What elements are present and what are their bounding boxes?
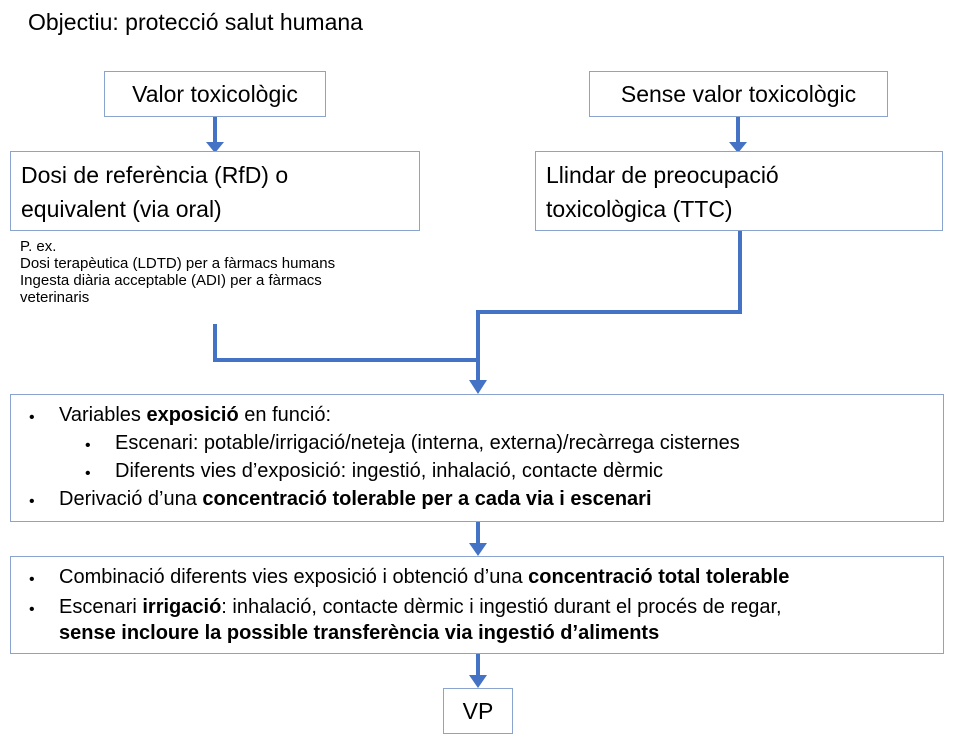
bullet: • <box>29 571 35 588</box>
irrigation-item: Escenari irrigació: inhalació, contacte … <box>59 596 782 618</box>
vp-label: VP <box>462 697 494 724</box>
sense-valor-box: Sense valor toxicològic <box>589 71 888 117</box>
ttc-box: Llindar de preocupació toxicològica (TTC… <box>535 151 943 231</box>
tolerable-concentration-item: Derivació d’una concentració tolerable p… <box>59 488 652 510</box>
arrowhead-right-1 <box>729 142 747 153</box>
combination-item: Combinació diferents vies exposició i ob… <box>59 566 790 588</box>
arrowhead-merge <box>469 380 487 394</box>
note-line: veterinaris <box>20 289 90 306</box>
arrowhead-box3 <box>469 543 487 556</box>
sub-bullet: • <box>85 465 91 482</box>
ttc-line1: Llindar de preocupació <box>546 162 779 188</box>
bullet: • <box>29 493 35 510</box>
irrigation-item-continuation: sense incloure la possible transferència… <box>59 622 660 644</box>
combination-box: • Combinació diferents vies exposició i … <box>10 556 944 654</box>
routes-subitem: Diferents vies d’exposició: ingestió, in… <box>115 460 664 482</box>
sub-bullet: • <box>85 437 91 454</box>
note-line: P. ex. <box>20 238 57 255</box>
exposure-variables-item: Variables exposició en funció: <box>59 404 332 426</box>
arrowhead-left-1 <box>206 142 224 153</box>
sense-valor-label: Sense valor toxicològic <box>620 80 857 107</box>
vp-box: VP <box>443 688 513 734</box>
valor-toxicologic-box: Valor toxicològic <box>104 71 326 117</box>
rfd-line2: equivalent (via oral) <box>21 196 222 222</box>
scenario-subitem: Escenari: potable/irrigació/neteja (inte… <box>115 432 740 454</box>
ttc-line2: toxicològica (TTC) <box>546 196 733 222</box>
page-title: Objectiu: protecció salut humana <box>28 9 363 35</box>
rfd-examples-note: P. ex. Dosi terapèutica (LDTD) per a fàr… <box>20 238 410 306</box>
note-line: Ingesta diària acceptable (ADI) per a fà… <box>20 272 322 289</box>
arrowhead-box4 <box>469 675 487 688</box>
exposure-variables-box: • Variables exposició en funció: • Escen… <box>10 394 944 522</box>
note-line: Dosi terapèutica (LDTD) per a fàrmacs hu… <box>20 255 336 272</box>
rfd-box: Dosi de referència (RfD) o equivalent (v… <box>10 151 420 231</box>
bullet: • <box>29 601 35 618</box>
rfd-line1: Dosi de referència (RfD) o <box>21 162 289 188</box>
bullet: • <box>29 409 35 426</box>
valor-toxicologic-label: Valor toxicològic <box>132 80 298 107</box>
